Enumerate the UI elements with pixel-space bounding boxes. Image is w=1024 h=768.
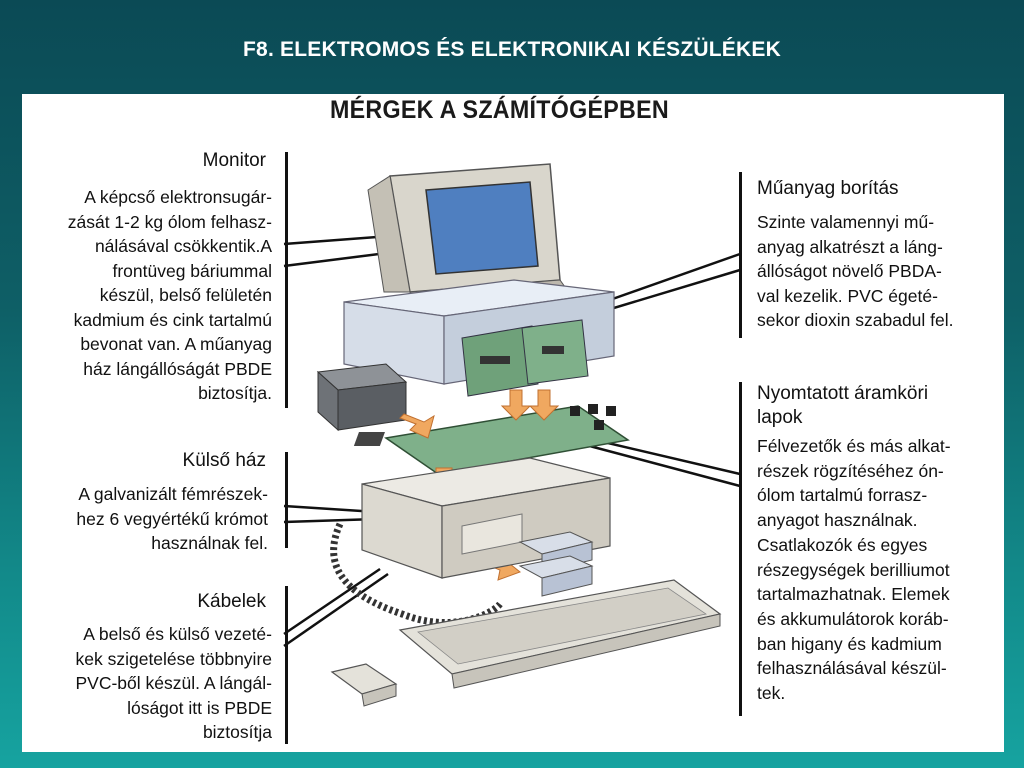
plastic-text: Szinte valamennyi mű- anyag alkatrészt a… <box>757 212 954 330</box>
leader-cable-2 <box>283 572 389 648</box>
diagram-title: MÉRGEK A SZÁMÍTÓGÉPBEN <box>330 96 669 124</box>
case-text: A galvanizált fémrészek- hez 6 vegyérték… <box>76 484 268 553</box>
power-supply-illustration <box>316 363 408 432</box>
expansion-cards-illustration <box>461 319 589 397</box>
case-label: Külső ház <box>182 450 266 471</box>
cables-label: Kábelek <box>197 591 266 612</box>
monitor-text: A képcső elektronsugár- zását 1-2 kg ólo… <box>67 187 272 403</box>
slide-title: F8. ELEKTROMOS ÉS ELEKTRONIKAI KÉSZÜLÉKE… <box>243 38 781 61</box>
monitor-label: Monitor <box>202 150 266 171</box>
cables-text: A belső és külső vezeté- kek szigetelése… <box>75 624 273 742</box>
mouse-illustration <box>330 663 398 707</box>
diagram-panel: MÉRGEK A SZÁMÍTÓGÉPBEN <box>22 94 1004 752</box>
leader-pcb-2 <box>581 442 741 488</box>
monitor-bracket <box>285 152 288 408</box>
cables-bracket <box>285 586 288 744</box>
drives-illustration <box>518 531 594 597</box>
computer-exploded-illustration <box>283 163 741 707</box>
plastic-bracket <box>739 172 742 338</box>
case-bracket <box>285 452 288 548</box>
pcb-bracket <box>739 382 742 716</box>
plastic-label: Műanyag borítás <box>757 178 899 199</box>
keyboard-illustration <box>398 579 722 689</box>
pcb-label: Nyomtatott áramköri lapok <box>757 383 929 428</box>
leader-cable <box>283 567 381 636</box>
pcb-text: Félvezetők és más alkat- részek rögzítés… <box>757 436 951 704</box>
